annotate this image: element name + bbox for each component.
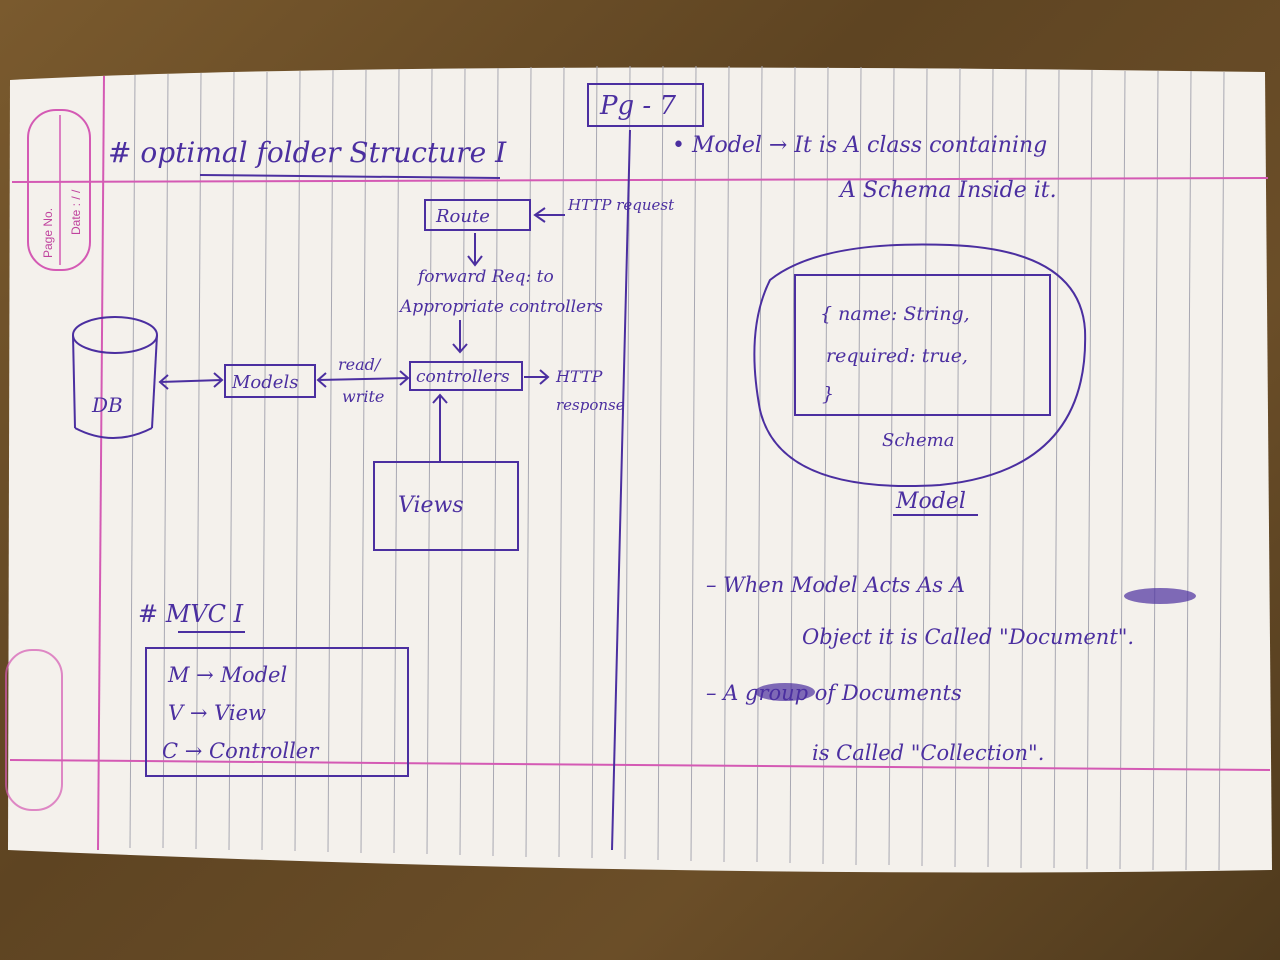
forward-arrow	[452, 320, 468, 354]
margin-line-top	[11, 177, 1269, 183]
mvc-item-m: M → Model	[167, 663, 287, 687]
http-response-label-1: HTTP	[555, 367, 603, 386]
page-no-label: Page No.	[41, 208, 55, 258]
write-label: write	[342, 387, 384, 406]
db-cylinder: DB	[72, 316, 158, 439]
mvc-item-v: V → View	[168, 701, 266, 725]
http-response-label-2: response	[556, 396, 625, 414]
controllers-box	[409, 361, 523, 391]
models-label: Models	[231, 372, 298, 393]
mvc-box	[145, 647, 409, 777]
scribble-out	[1124, 588, 1196, 604]
model-label: Model	[895, 489, 966, 514]
note-1-line-2: Object it is Called "Document".	[802, 625, 1134, 649]
db-models-arrow	[158, 372, 224, 390]
models-controllers-arrow	[316, 370, 410, 388]
page-header-box-bottom	[5, 649, 63, 811]
page-number-box: Pg - 7	[587, 83, 704, 127]
route-box	[424, 199, 531, 231]
controllers-label: controllers	[416, 367, 510, 387]
db-label: DB	[91, 393, 123, 417]
column-divider	[611, 129, 631, 851]
note-2-line-2: is Called "Collection".	[812, 741, 1044, 765]
model-oval	[753, 243, 1087, 488]
http-request-label: HTTP request	[567, 196, 675, 214]
scribble-out-2	[755, 683, 815, 701]
schema-line-2: required: true,	[826, 345, 968, 367]
forward-label-2: Appropriate controllers	[398, 297, 603, 317]
forward-label-1: forward Req: to	[416, 267, 554, 287]
route-label: Route	[435, 206, 490, 227]
margin-line-bottom	[9, 759, 1271, 771]
models-box	[224, 364, 316, 398]
page-number: Pg - 7	[599, 91, 676, 121]
margin-line-left	[97, 75, 105, 851]
model-definition-2: A Schema Inside it.	[838, 178, 1057, 203]
read-label: read/	[338, 355, 382, 374]
schema-line-1: { name: String,	[820, 303, 970, 325]
note-1-line-1: – When Model Acts As A	[706, 573, 965, 597]
model-definition-1: • Model → It is A class containing	[672, 133, 1047, 158]
note-2-line-1: – A group of Documents	[706, 681, 962, 705]
request-arrow	[533, 207, 565, 223]
date-label: Date : / /	[69, 189, 83, 235]
schema-line-3: }	[822, 383, 834, 405]
views-box	[373, 461, 519, 551]
schema-box	[794, 274, 1051, 416]
views-arrow	[432, 393, 448, 462]
heading: # optimal folder Structure I	[108, 136, 507, 169]
views-label: Views	[398, 493, 464, 518]
mvc-item-c: C → Controller	[162, 739, 320, 763]
response-arrow	[524, 369, 550, 385]
mvc-heading: # MVC I	[138, 600, 244, 628]
schema-label: Schema	[882, 430, 954, 451]
route-down-arrow	[467, 233, 483, 267]
page-header-box: Page No. Date : / /	[27, 109, 91, 271]
heading-underline	[199, 174, 501, 179]
